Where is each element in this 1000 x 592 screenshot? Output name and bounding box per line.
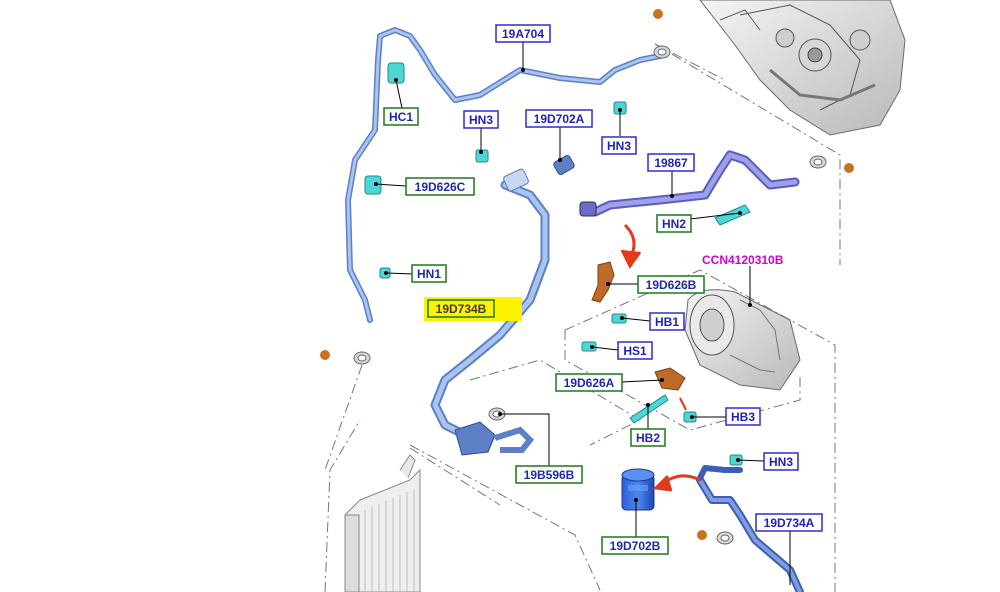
line-19D734A	[696, 476, 804, 592]
label-HN3-c: HN3	[763, 452, 799, 471]
connectors	[364, 62, 751, 466]
label-19D626C: 19D626C	[405, 177, 475, 196]
svg-text:19D626A: 19D626A	[564, 376, 615, 390]
engine-block	[699, 0, 906, 136]
svg-text:19A704: 19A704	[502, 27, 544, 41]
label-19D734A: 19D734A	[755, 513, 823, 532]
assembly-outlines	[324, 43, 841, 592]
o-rings	[353, 45, 827, 545]
svg-text:HN3: HN3	[607, 139, 631, 153]
bracket-19D626B	[591, 261, 615, 303]
label-19D734B-highlighted: 19D734B	[424, 297, 522, 321]
lower-mid-outline	[409, 444, 601, 591]
svg-text:CCN4120310B: CCN4120310B	[702, 253, 784, 267]
svg-text:19D626C: 19D626C	[415, 180, 466, 194]
condenser	[344, 454, 421, 592]
nut-HN3-a	[475, 149, 489, 163]
compressor-outline	[564, 269, 836, 592]
label-HN2: HN2	[656, 214, 692, 233]
upper-assembly-outline	[654, 43, 841, 265]
bracket-outline	[564, 330, 801, 431]
svg-text:19D734A: 19D734A	[764, 516, 815, 530]
label-HN3-a: HN3	[463, 110, 499, 129]
bracket-19D626A	[654, 367, 686, 391]
svg-text:HN3: HN3	[769, 455, 793, 469]
label-19D702A: 19D702A	[525, 109, 593, 128]
label-CCN4120310B: CCN4120310B	[702, 253, 784, 267]
svg-text:HB2: HB2	[636, 431, 660, 445]
lower-left-outline	[324, 419, 361, 592]
svg-text:HB1: HB1	[655, 315, 679, 329]
label-HB3: HB3	[725, 407, 761, 426]
lubricant-points	[320, 9, 854, 540]
svg-text:HN3: HN3	[469, 113, 493, 127]
label-19A704: 19A704	[495, 24, 551, 43]
clip-HC1	[387, 62, 405, 84]
label-HN1: HN1	[411, 264, 447, 283]
label-19D626B: 19D626B	[637, 275, 705, 294]
svg-text:HB3: HB3	[731, 410, 755, 424]
bolt-HN2	[714, 204, 751, 226]
svg-text:19D702B: 19D702B	[610, 539, 661, 553]
condenser-outline	[409, 447, 501, 506]
label-19D626A: 19D626A	[555, 373, 623, 392]
svg-text:HS1: HS1	[623, 344, 647, 358]
svg-text:19D626B: 19D626B	[646, 278, 697, 292]
receiver-outline	[469, 359, 642, 446]
fittings	[503, 155, 597, 217]
svg-text:HN1: HN1	[417, 267, 441, 281]
ac-compressor	[684, 289, 801, 391]
filter-19B596B	[454, 421, 535, 456]
label-HN3-b: HN3	[601, 136, 637, 155]
svg-text:19D734B: 19D734B	[436, 302, 487, 316]
leader-dots	[374, 68, 752, 502]
svg-text:19B596B: 19B596B	[524, 468, 575, 482]
label-HB1: HB1	[649, 312, 685, 331]
label-19B596B: 19B596B	[515, 465, 583, 484]
label-HC1: HC1	[383, 107, 419, 126]
refrigerant-lines	[345, 27, 804, 592]
leader-dashed-1	[324, 364, 363, 471]
arrow-small	[679, 397, 687, 411]
dryer-19D702B	[621, 468, 655, 511]
bolt-HB2	[629, 394, 669, 424]
label-19867: 19867	[647, 153, 695, 172]
svg-text:HN2: HN2	[662, 217, 686, 231]
brackets	[591, 261, 686, 391]
label-HS1: HS1	[617, 341, 653, 360]
svg-text:19D702A: 19D702A	[534, 112, 585, 126]
label-19D702B: 19D702B	[601, 536, 669, 555]
label-HB2: HB2	[630, 428, 666, 447]
upper-assembly-outline-2	[654, 43, 726, 81]
svg-text:19867: 19867	[654, 156, 688, 170]
svg-text:HC1: HC1	[389, 110, 413, 124]
clip-19D626C	[364, 175, 382, 195]
red-arrows	[620, 223, 701, 492]
